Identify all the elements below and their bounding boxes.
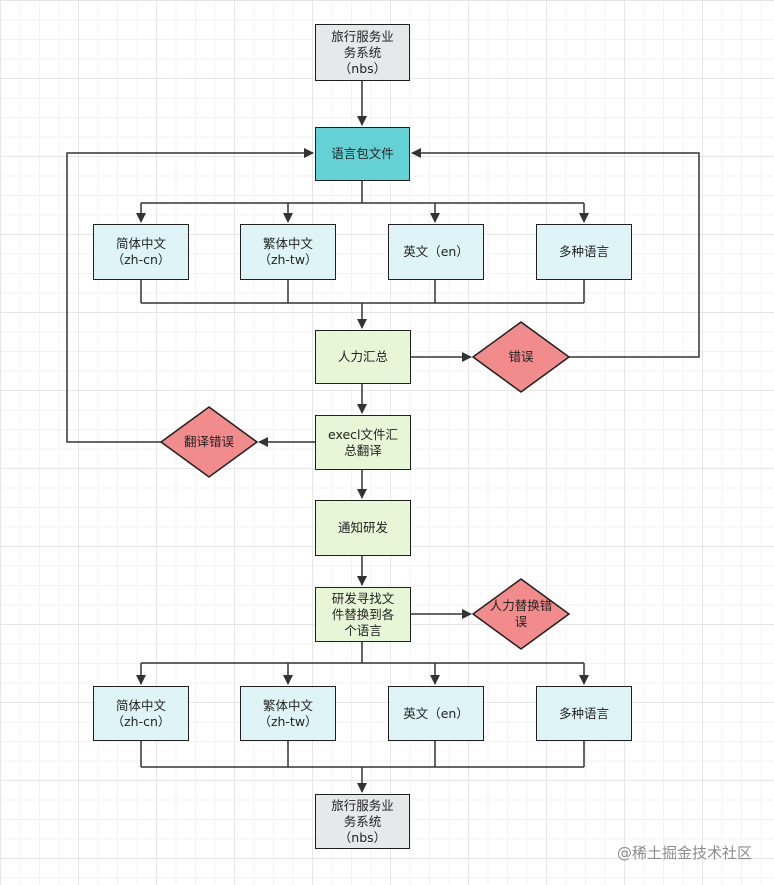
replace-error-decision-diamond: [471, 578, 571, 650]
node-excel-translate: execl文件汇 总翻译: [315, 415, 411, 470]
node-dev-replace: 研发寻找文 件替换到各 个语言: [315, 587, 411, 642]
translate-error-decision-diamond: [159, 406, 259, 478]
node-multi-2: 多种语言: [536, 686, 632, 741]
node-zh-cn-2: 简体中文 （zh-cn）: [93, 686, 189, 741]
edge-error-loop: [411, 148, 700, 358]
node-nbs-top: 旅行服务业 务系统 （nbs）: [315, 24, 410, 81]
edge-translate-error-loop: [66, 148, 314, 443]
node-manual-summary: 人力汇总: [315, 330, 411, 384]
error-decision-diamond: [471, 321, 571, 393]
watermark: @稀土掘金技术社区: [616, 844, 752, 862]
node-en-1: 英文（en）: [388, 224, 484, 280]
node-zh-tw-2: 繁体中文 （zh-tw）: [240, 686, 336, 741]
node-zh-cn-1: 简体中文 （zh-cn）: [93, 224, 189, 280]
node-multi-1: 多种语言: [536, 224, 632, 280]
node-zh-tw-1: 繁体中文 （zh-tw）: [240, 224, 336, 280]
node-language-pack: 语言包文件: [315, 127, 410, 181]
node-nbs-bottom: 旅行服务业 务系统 （nbs）: [315, 794, 410, 849]
node-notify-dev: 通知研发: [315, 500, 411, 556]
node-en-2: 英文（en）: [388, 686, 484, 741]
